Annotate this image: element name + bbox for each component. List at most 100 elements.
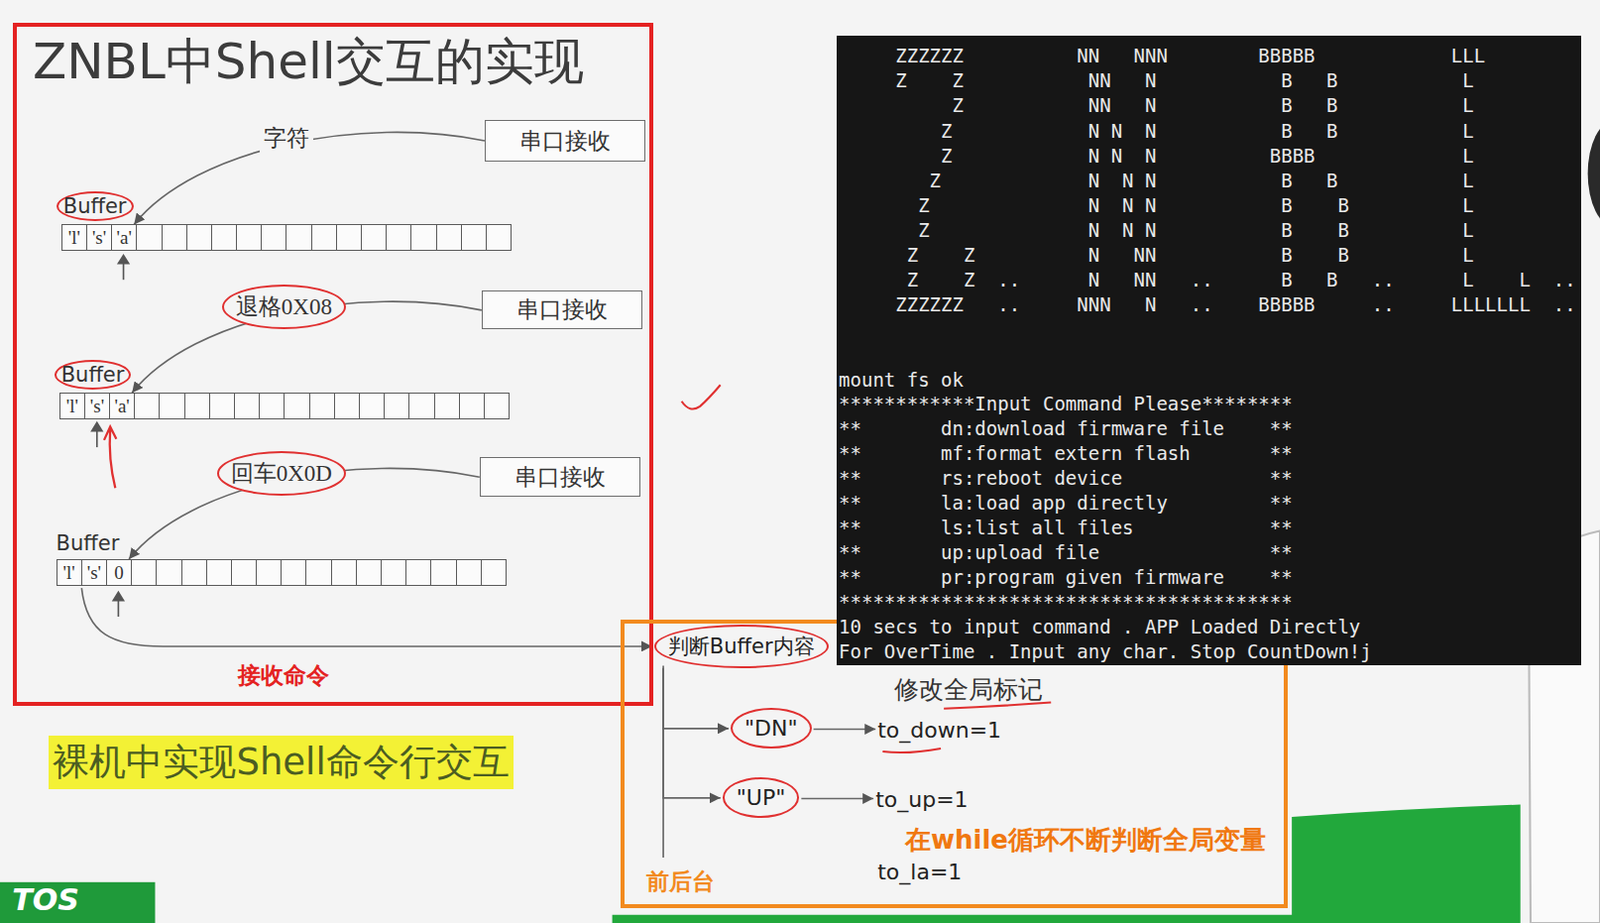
terminal-line: mount fs ok (838, 367, 964, 392)
box-label: 串口接收 (516, 294, 608, 326)
buffer-cell: 's' (82, 559, 108, 586)
buffer-cell (332, 559, 357, 586)
terminal-line: Z N N N BBBB L (940, 143, 1475, 168)
buffer-cell (411, 224, 437, 251)
buffer-cell (187, 224, 213, 251)
buffer-cell (136, 224, 162, 251)
buffer-cell (182, 559, 208, 586)
buffer-cell (234, 392, 260, 420)
buffer-cell: 's' (87, 224, 113, 251)
token-text: "UP" (736, 785, 787, 810)
buffer-cell (212, 224, 237, 251)
edge-label: 字符 (259, 121, 314, 155)
terminal-line: ** rs:reboot device ** (838, 465, 1293, 490)
buffer-cell (337, 224, 362, 251)
cell-char: 'a' (114, 395, 130, 418)
connector (81, 587, 652, 647)
region-frame: 接收命令串口接收'l''s''a'Buffer串口接收'l''s''a'Buff… (12, 22, 653, 707)
cell-char: 'l' (66, 395, 79, 418)
buffer-cell (457, 559, 482, 586)
buffer-cell (231, 559, 257, 586)
buffer-cell (185, 392, 211, 420)
circled-token: "UP" (722, 777, 800, 818)
buffer-cell: 'l' (57, 559, 83, 586)
green-band (612, 804, 1521, 923)
buffer-cell (406, 559, 432, 586)
underline-mark (882, 748, 941, 753)
region-label: 接收命令 (237, 660, 330, 691)
annotation: 修改全局标记 (894, 673, 1043, 706)
underline-mark (943, 702, 1051, 709)
terminal-line: ** up:upload file ** (838, 540, 1293, 565)
cell-char: 0 (114, 562, 124, 584)
check-mark (682, 384, 721, 409)
buffer-cell (306, 559, 332, 586)
buffer-cell (156, 559, 182, 586)
cell-char: 'l' (63, 562, 76, 584)
buffer-array: 'l''s''a'Buffer (61, 224, 512, 251)
region-label: 前后台 (646, 866, 715, 898)
buffer-cell (459, 392, 485, 420)
terminal-line: ZZZZZZ NN NNN BBBBB LLL (895, 43, 1486, 68)
buffer-cell (361, 224, 387, 251)
cell-char: 's' (90, 395, 105, 418)
buffer-cell (281, 559, 307, 586)
terminal-line: ** pr:program given firmware ** (838, 565, 1293, 589)
logo-text: TOS (11, 882, 80, 917)
process-box: 串口接收 (481, 290, 644, 330)
connector (813, 728, 877, 731)
buffer-cell (481, 559, 507, 586)
flag-label: to_up=1 (875, 787, 968, 812)
buffer-label: Buffer (51, 530, 125, 557)
terminal-line: Z N N N B B L (940, 118, 1475, 143)
buffer-cell (259, 392, 285, 420)
buffer-cell (381, 559, 407, 586)
flag-text: to_down=1 (877, 717, 1002, 743)
buffer-label: Buffer (56, 191, 134, 222)
terminal-line: ** ls:list all files ** (838, 515, 1293, 540)
connector (663, 668, 721, 799)
buffer-cell (431, 559, 457, 586)
hand-arrow (104, 426, 116, 488)
buffer-cell (484, 392, 510, 420)
logo-band (0, 882, 155, 923)
buffer-cell (284, 392, 310, 420)
buffer-cell (162, 224, 188, 251)
buffer-cell (256, 559, 282, 586)
buffer-cell (335, 392, 360, 420)
buffer-cell: 'l' (60, 392, 86, 420)
buffer-cell (437, 224, 462, 251)
buffer-cell (210, 392, 235, 420)
buffer-cell (310, 392, 336, 420)
buffer-cell: 0 (107, 559, 132, 586)
presenter-head (1588, 120, 1600, 228)
terminal-line: ** mf:format extern flash ** (838, 441, 1293, 465)
buffer-array: 'l''s''a'Buffer (59, 392, 510, 420)
process-box: 串口接收 (479, 457, 642, 497)
terminal-line: Z N N N B B L (929, 168, 1475, 193)
terminal-line: For OverTime . Input any char. Stop Coun… (838, 639, 1372, 664)
terminal-line: ** la:load app directly ** (838, 490, 1293, 515)
cell-char: 's' (87, 562, 102, 584)
cell-char: 'l' (68, 227, 81, 249)
edge-label: 退格0X08 (222, 284, 346, 330)
terminal-line: ** dn:download firmware file ** (838, 416, 1293, 441)
process-box: 串口接收 (484, 119, 646, 161)
circled-token: 判断Buffer内容 (654, 624, 829, 669)
box-label: 串口接收 (519, 125, 611, 157)
buffer-cell: 'a' (112, 224, 137, 251)
highlight-caption: 裸机中实现Shell命令行交互 (48, 735, 513, 790)
slide-title: ZNBL中Shell交互的实现 (32, 28, 584, 96)
buffer-cell (461, 224, 487, 251)
terminal-line: 10 secs to input command . APP Loaded Di… (838, 614, 1361, 639)
buffer-cell (159, 392, 185, 420)
buffer-cell (131, 559, 157, 586)
buffer-cell (261, 224, 287, 251)
buffer-cell (386, 224, 412, 251)
note-text: 在while循环不断判断全局变量 (905, 822, 1266, 858)
buffer-cell (359, 392, 385, 420)
buffer-cell (134, 392, 160, 420)
terminal-line: Z Z .. N NN .. B B .. L L .. (907, 267, 1577, 292)
token-text: "DN" (744, 715, 799, 741)
buffer-cell (384, 392, 410, 420)
